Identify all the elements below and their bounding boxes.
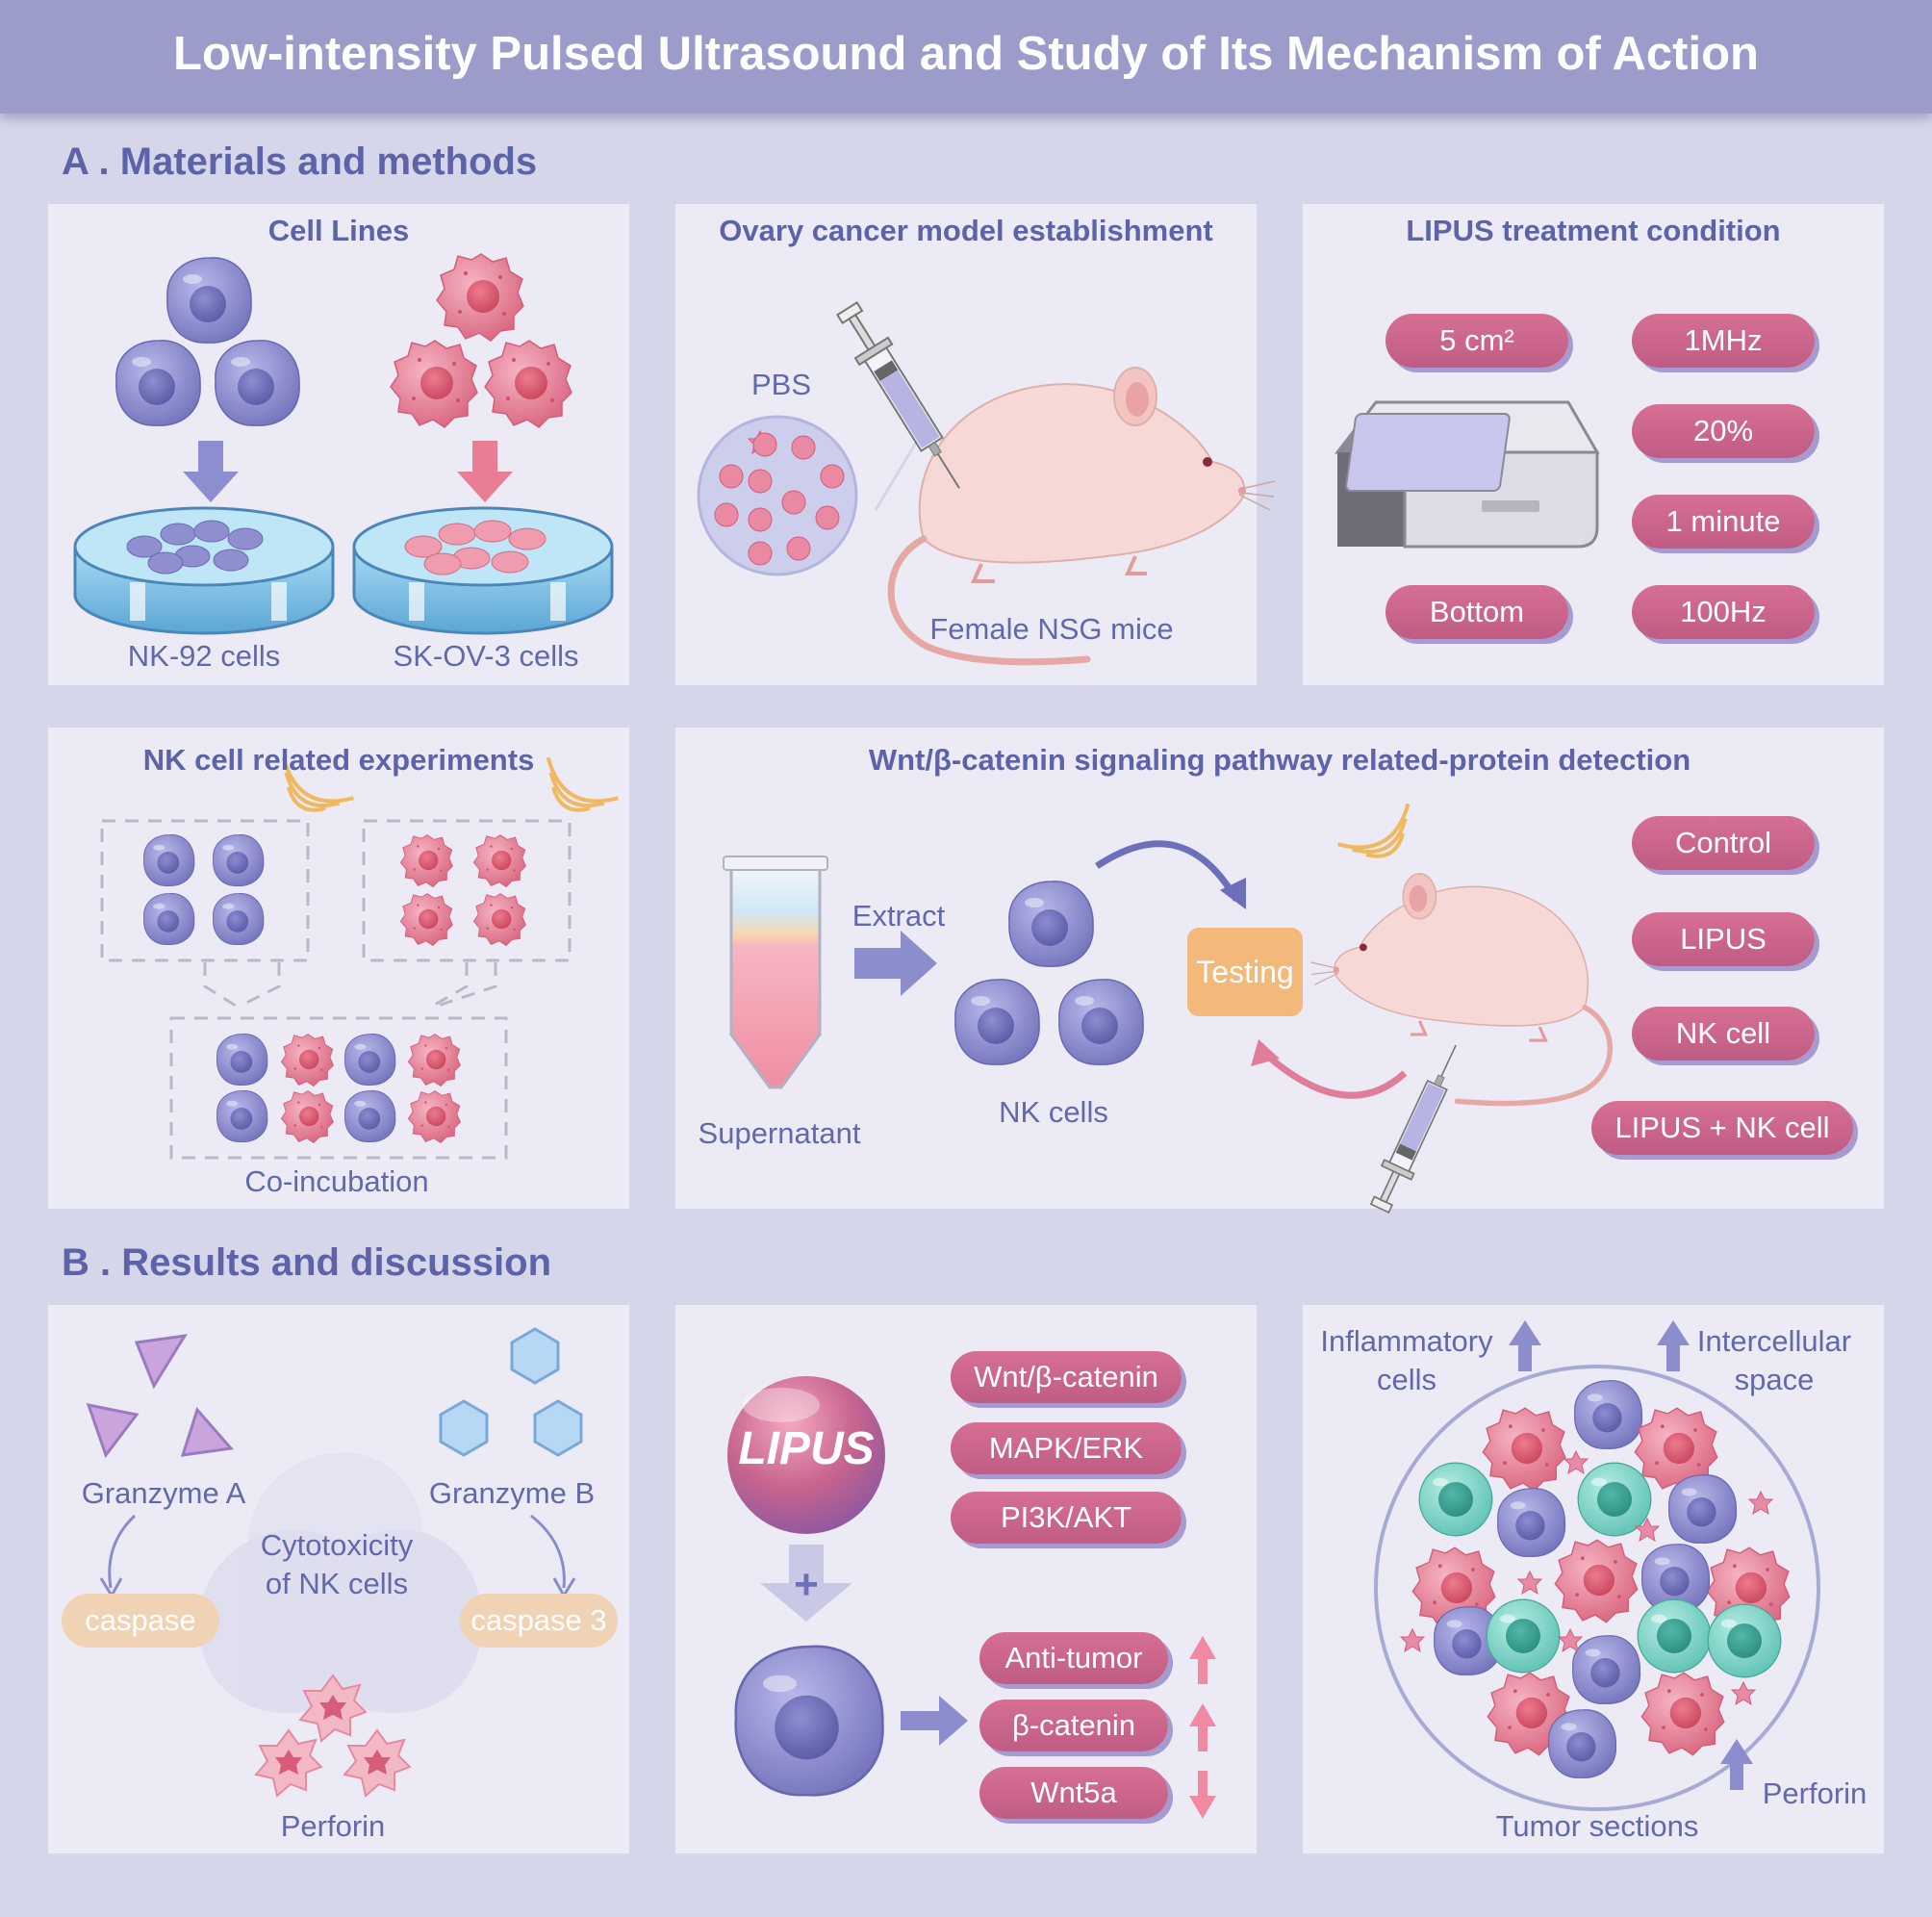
page-title: Low-intensity Pulsed Ultrasound and Stud… [173, 28, 1759, 80]
result-antitumor: Anti-tumor [979, 1632, 1168, 1684]
intercellular-line2: space [1734, 1363, 1815, 1396]
skov3-label: SK-OV-3 cells [393, 639, 579, 673]
inflammatory-line2: cells [1376, 1363, 1436, 1396]
section-a-heading: A . Materials and methods [62, 141, 538, 183]
lipus-condition-title: LIPUS treatment condition [1406, 214, 1781, 247]
param-duration: 1 minute [1632, 495, 1815, 549]
group-lipus: LIPUS [1632, 912, 1815, 966]
caspase3-pill: caspase 3 [460, 1594, 618, 1648]
group-lipus-nk: LIPUS + NK cell [1591, 1101, 1853, 1155]
title-banner [0, 0, 1932, 114]
caspase-pill: caspase [62, 1594, 219, 1648]
tumor-sections-label: Tumor sections [1495, 1809, 1699, 1843]
param-area: 5 cm² [1385, 314, 1568, 368]
mice-label: Female NSG mice [929, 612, 1174, 646]
pbs-label: PBS [750, 368, 812, 401]
group-control: Control [1632, 816, 1815, 870]
nk92-label: NK-92 cells [127, 639, 281, 673]
extract-label: Extract [852, 899, 946, 933]
cytotoxicity-line1: Cytotoxicity [260, 1528, 414, 1562]
section-b-heading: B . Results and discussion [62, 1241, 552, 1284]
param-duty: 20% [1632, 404, 1815, 458]
coincubation-label: Co-incubation [244, 1164, 429, 1198]
cell-lines-title: Cell Lines [267, 214, 410, 247]
param-prf: 100Hz [1632, 585, 1815, 639]
intercellular-line1: Intercellular [1696, 1324, 1852, 1358]
nk-cells-label: NK cells [999, 1095, 1108, 1129]
granzyme-a-label: Granzyme A [81, 1476, 246, 1510]
perforin-label: Perforin [280, 1809, 386, 1843]
nk-experiments-panel [48, 728, 629, 1209]
pathway-mapk: MAPK/ERK [951, 1422, 1182, 1474]
cytotoxicity-line2: of NK cells [265, 1567, 409, 1600]
pathway-pi3k: PI3K/AKT [951, 1492, 1182, 1544]
plus-sign: + [794, 1561, 819, 1608]
group-nk: NK cell [1632, 1007, 1815, 1061]
ovary-title: Ovary cancer model establishment [719, 214, 1213, 247]
supernatant-label: Supernatant [698, 1116, 861, 1150]
param-position: Bottom [1385, 585, 1568, 639]
result-wnt5a: Wnt5a [979, 1767, 1168, 1819]
result-beta-catenin: β-catenin [979, 1700, 1168, 1751]
wnt-title: Wnt/β-catenin signaling pathway related-… [868, 743, 1691, 777]
testing-box: Testing [1187, 928, 1303, 1016]
perforin-tumor-label: Perforin [1762, 1776, 1868, 1810]
param-frequency: 1MHz [1632, 314, 1815, 368]
lipus-ball-label: LIPUS [738, 1423, 875, 1474]
granzyme-b-label: Granzyme B [428, 1476, 596, 1510]
nk-exp-title: NK cell related experiments [142, 743, 535, 777]
inflammatory-line1: Inflammatory [1320, 1324, 1493, 1358]
pathway-wnt: Wnt/β-catenin [951, 1351, 1182, 1403]
